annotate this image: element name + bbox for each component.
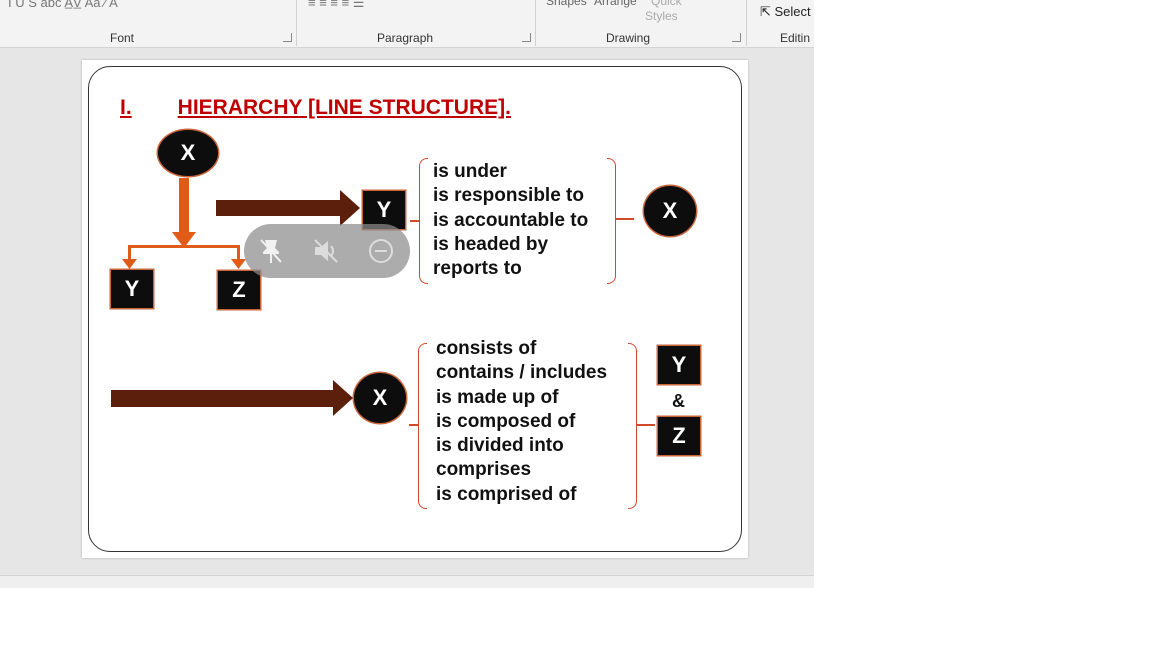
select-label: Select xyxy=(774,4,811,19)
top-phrase: reports to xyxy=(433,258,522,280)
bottom-phrase: contains / includes xyxy=(436,362,608,384)
branch-right-stem xyxy=(237,245,240,261)
bottom-left-bracket-tick xyxy=(409,424,419,426)
font-tools[interactable]: I U S abc A̲V̲ Aa ⁄ A xyxy=(8,0,118,10)
top-phrase: is responsible to xyxy=(433,185,584,207)
bottom-phrase-list: consists of contains / includes is made … xyxy=(436,337,607,507)
slide-title: I. HIERARCHY [LINE STRUCTURE]. xyxy=(120,96,511,120)
status-bar xyxy=(0,575,814,588)
pin-off-icon[interactable] xyxy=(254,234,288,268)
bottom-phrase: consists of xyxy=(436,338,537,359)
quick-styles-button[interactable]: Styles xyxy=(645,9,678,23)
top-left-bracket-tick xyxy=(410,220,420,222)
tree-stem-arrowhead xyxy=(172,232,196,248)
paragraph-dialog-launcher-icon[interactable] xyxy=(522,33,531,42)
title-text: HIERARCHY [LINE STRUCTURE]. xyxy=(177,96,511,119)
branch-left-stem xyxy=(128,245,131,261)
cursor-icon: ⇱ xyxy=(760,4,775,19)
tree-branch xyxy=(128,245,240,248)
branch-left-arrowhead xyxy=(122,259,137,269)
bottom-phrase: is comprised of xyxy=(436,483,577,505)
media-floating-toolbar xyxy=(244,224,410,278)
branch-right-arrowhead xyxy=(231,259,246,269)
slide-frame xyxy=(88,66,742,552)
top-phrase: is accountable to xyxy=(433,209,589,231)
root-node-x: X xyxy=(158,130,218,176)
child-node-y: Y xyxy=(111,270,153,308)
select-button[interactable]: ⇱ Select xyxy=(760,4,811,20)
ribbon-separator xyxy=(746,0,747,46)
bottom-right-bracket xyxy=(628,343,637,509)
top-arrow-shaft xyxy=(216,200,342,216)
top-phrase: is under xyxy=(433,161,507,182)
bottom-arrow-target-x: X xyxy=(354,373,406,423)
shapes-button[interactable]: Shapes xyxy=(546,0,587,8)
top-left-bracket xyxy=(419,158,428,284)
bottom-right-bracket-tick xyxy=(637,424,655,426)
ribbon-separator xyxy=(535,0,536,46)
editing-group-label: Editin xyxy=(780,31,811,45)
font-group-label: Font xyxy=(110,31,135,45)
bottom-phrase: is divided into xyxy=(436,435,564,457)
presentation-app: I U S abc A̲V̲ Aa ⁄ A ≡ ≡ ≡ ≡ ☰ Shapes A… xyxy=(0,0,814,588)
top-result-node-x: X xyxy=(644,186,696,236)
minus-circle-icon[interactable] xyxy=(364,234,398,268)
drawing-dialog-launcher-icon[interactable] xyxy=(732,33,741,42)
bottom-phrase: is made up of xyxy=(436,386,559,408)
drawing-group-label: Drawing xyxy=(606,31,651,45)
ribbon-separator xyxy=(296,0,297,46)
arrange-button[interactable]: Arrange xyxy=(594,0,637,8)
bottom-arrow-shaft xyxy=(111,390,335,407)
top-arrow-head xyxy=(340,190,360,226)
bottom-phrase: is composed of xyxy=(436,410,576,432)
bottom-result-node-y: Y xyxy=(658,346,700,384)
top-phrase-list: is under is responsible to is accountabl… xyxy=(433,160,588,281)
top-right-bracket-tick xyxy=(616,218,634,220)
ampersand-label: & xyxy=(672,391,685,411)
bottom-arrow-head xyxy=(333,380,353,416)
bottom-phrase: comprises xyxy=(436,459,532,481)
child-node-z: Z xyxy=(218,271,260,309)
paragraph-group-label: Paragraph xyxy=(377,31,434,45)
paragraph-tools[interactable]: ≡ ≡ ≡ ≡ ☰ xyxy=(308,0,365,10)
quick-styles-top[interactable]: Quick xyxy=(651,0,682,8)
ribbon: I U S abc A̲V̲ Aa ⁄ A ≡ ≡ ≡ ≡ ☰ Shapes A… xyxy=(0,0,814,48)
diagram-connectors xyxy=(111,178,360,416)
font-dialog-launcher-icon[interactable] xyxy=(283,33,292,42)
title-number: I. xyxy=(120,96,132,119)
bottom-left-bracket xyxy=(418,343,427,509)
tree-stem xyxy=(179,178,189,234)
bottom-result-node-z: Z xyxy=(658,417,700,455)
top-arrow-target-y: Y xyxy=(363,191,405,229)
mute-icon[interactable] xyxy=(309,234,343,268)
top-right-bracket xyxy=(607,158,616,284)
top-phrase: is headed by xyxy=(433,233,549,255)
slide-canvas[interactable]: I. HIERARCHY [LINE STRUCTURE]. X Y Z Y xyxy=(82,60,748,558)
